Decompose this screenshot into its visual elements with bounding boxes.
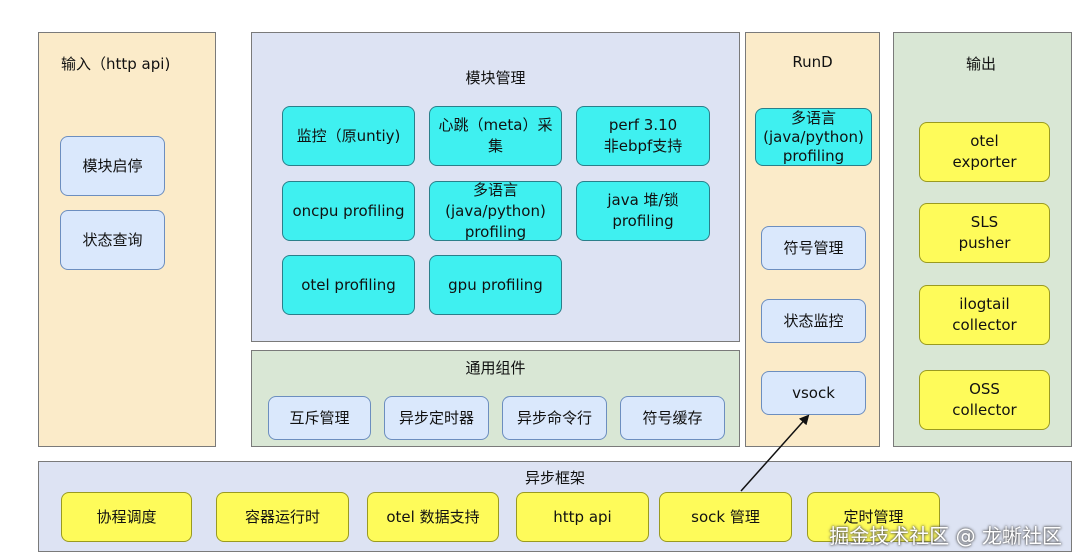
rund-multilang-profiling-box: 多语言 (java/python) profiling	[755, 108, 872, 166]
async-framework-title: 异步框架	[524, 469, 585, 487]
sock-management-box: sock 管理	[659, 492, 792, 542]
perf-module-box: perf 3.10 非ebpf支持	[576, 106, 710, 166]
module-management-panel: 模块管理 监控（原untiy) 心跳（meta）采 集 perf 3.10 非e…	[251, 32, 740, 342]
rund-panel: RunD 多语言 (java/python) profiling 符号管理 状态…	[745, 32, 880, 447]
heartbeat-module-box: 心跳（meta）采 集	[429, 106, 562, 166]
input-panel: 输入（http api) 模块启停 状态查询	[38, 32, 216, 447]
async-timer-box: 异步定时器	[384, 396, 489, 440]
oss-collector-box: OSS collector	[919, 370, 1050, 430]
watermark: 掘金技术社区 @ 龙蜥社区	[829, 524, 1062, 548]
container-runtime-box: 容器运行时	[216, 492, 349, 542]
otel-data-support-box: otel 数据支持	[367, 492, 499, 542]
otel-exporter-box: otel exporter	[919, 122, 1050, 182]
sls-pusher-box: SLS pusher	[919, 203, 1050, 263]
coroutine-scheduling-box: 协程调度	[61, 492, 192, 542]
async-cmdline-box: 异步命令行	[502, 396, 607, 440]
status-monitor-box: 状态监控	[761, 299, 866, 343]
module-start-stop-box: 模块启停	[60, 136, 165, 196]
ilogtail-collector-box: ilogtail collector	[919, 285, 1050, 345]
symbol-management-box: 符号管理	[761, 226, 866, 270]
common-components-title: 通用组件	[465, 359, 526, 377]
otel-profiling-box: otel profiling	[282, 255, 415, 315]
input-panel-title: 输入（http api)	[61, 55, 171, 73]
symbol-cache-box: 符号缓存	[620, 396, 725, 440]
oncpu-profiling-box: oncpu profiling	[282, 181, 415, 241]
rund-title: RunD	[792, 53, 833, 71]
async-framework-panel: 异步框架 协程调度 容器运行时 otel 数据支持 http api sock …	[38, 461, 1072, 552]
module-management-title: 模块管理	[465, 69, 526, 87]
java-heap-lock-profiling-box: java 堆/锁 profiling	[576, 181, 710, 241]
output-title: 输出	[966, 55, 997, 73]
vsock-box: vsock	[761, 371, 866, 415]
gpu-profiling-box: gpu profiling	[429, 255, 562, 315]
mutex-management-box: 互斥管理	[268, 396, 371, 440]
status-query-box: 状态查询	[60, 210, 165, 270]
multilang-profiling-box: 多语言 (java/python) profiling	[429, 181, 562, 241]
common-components-panel: 通用组件 互斥管理 异步定时器 异步命令行 符号缓存	[251, 350, 740, 447]
timer-management-box: 定时管理	[807, 492, 940, 542]
output-panel: 输出 otel exporter SLS pusher ilogtail col…	[893, 32, 1072, 447]
http-api-box: http api	[516, 492, 649, 542]
monitor-module-box: 监控（原untiy)	[282, 106, 415, 166]
